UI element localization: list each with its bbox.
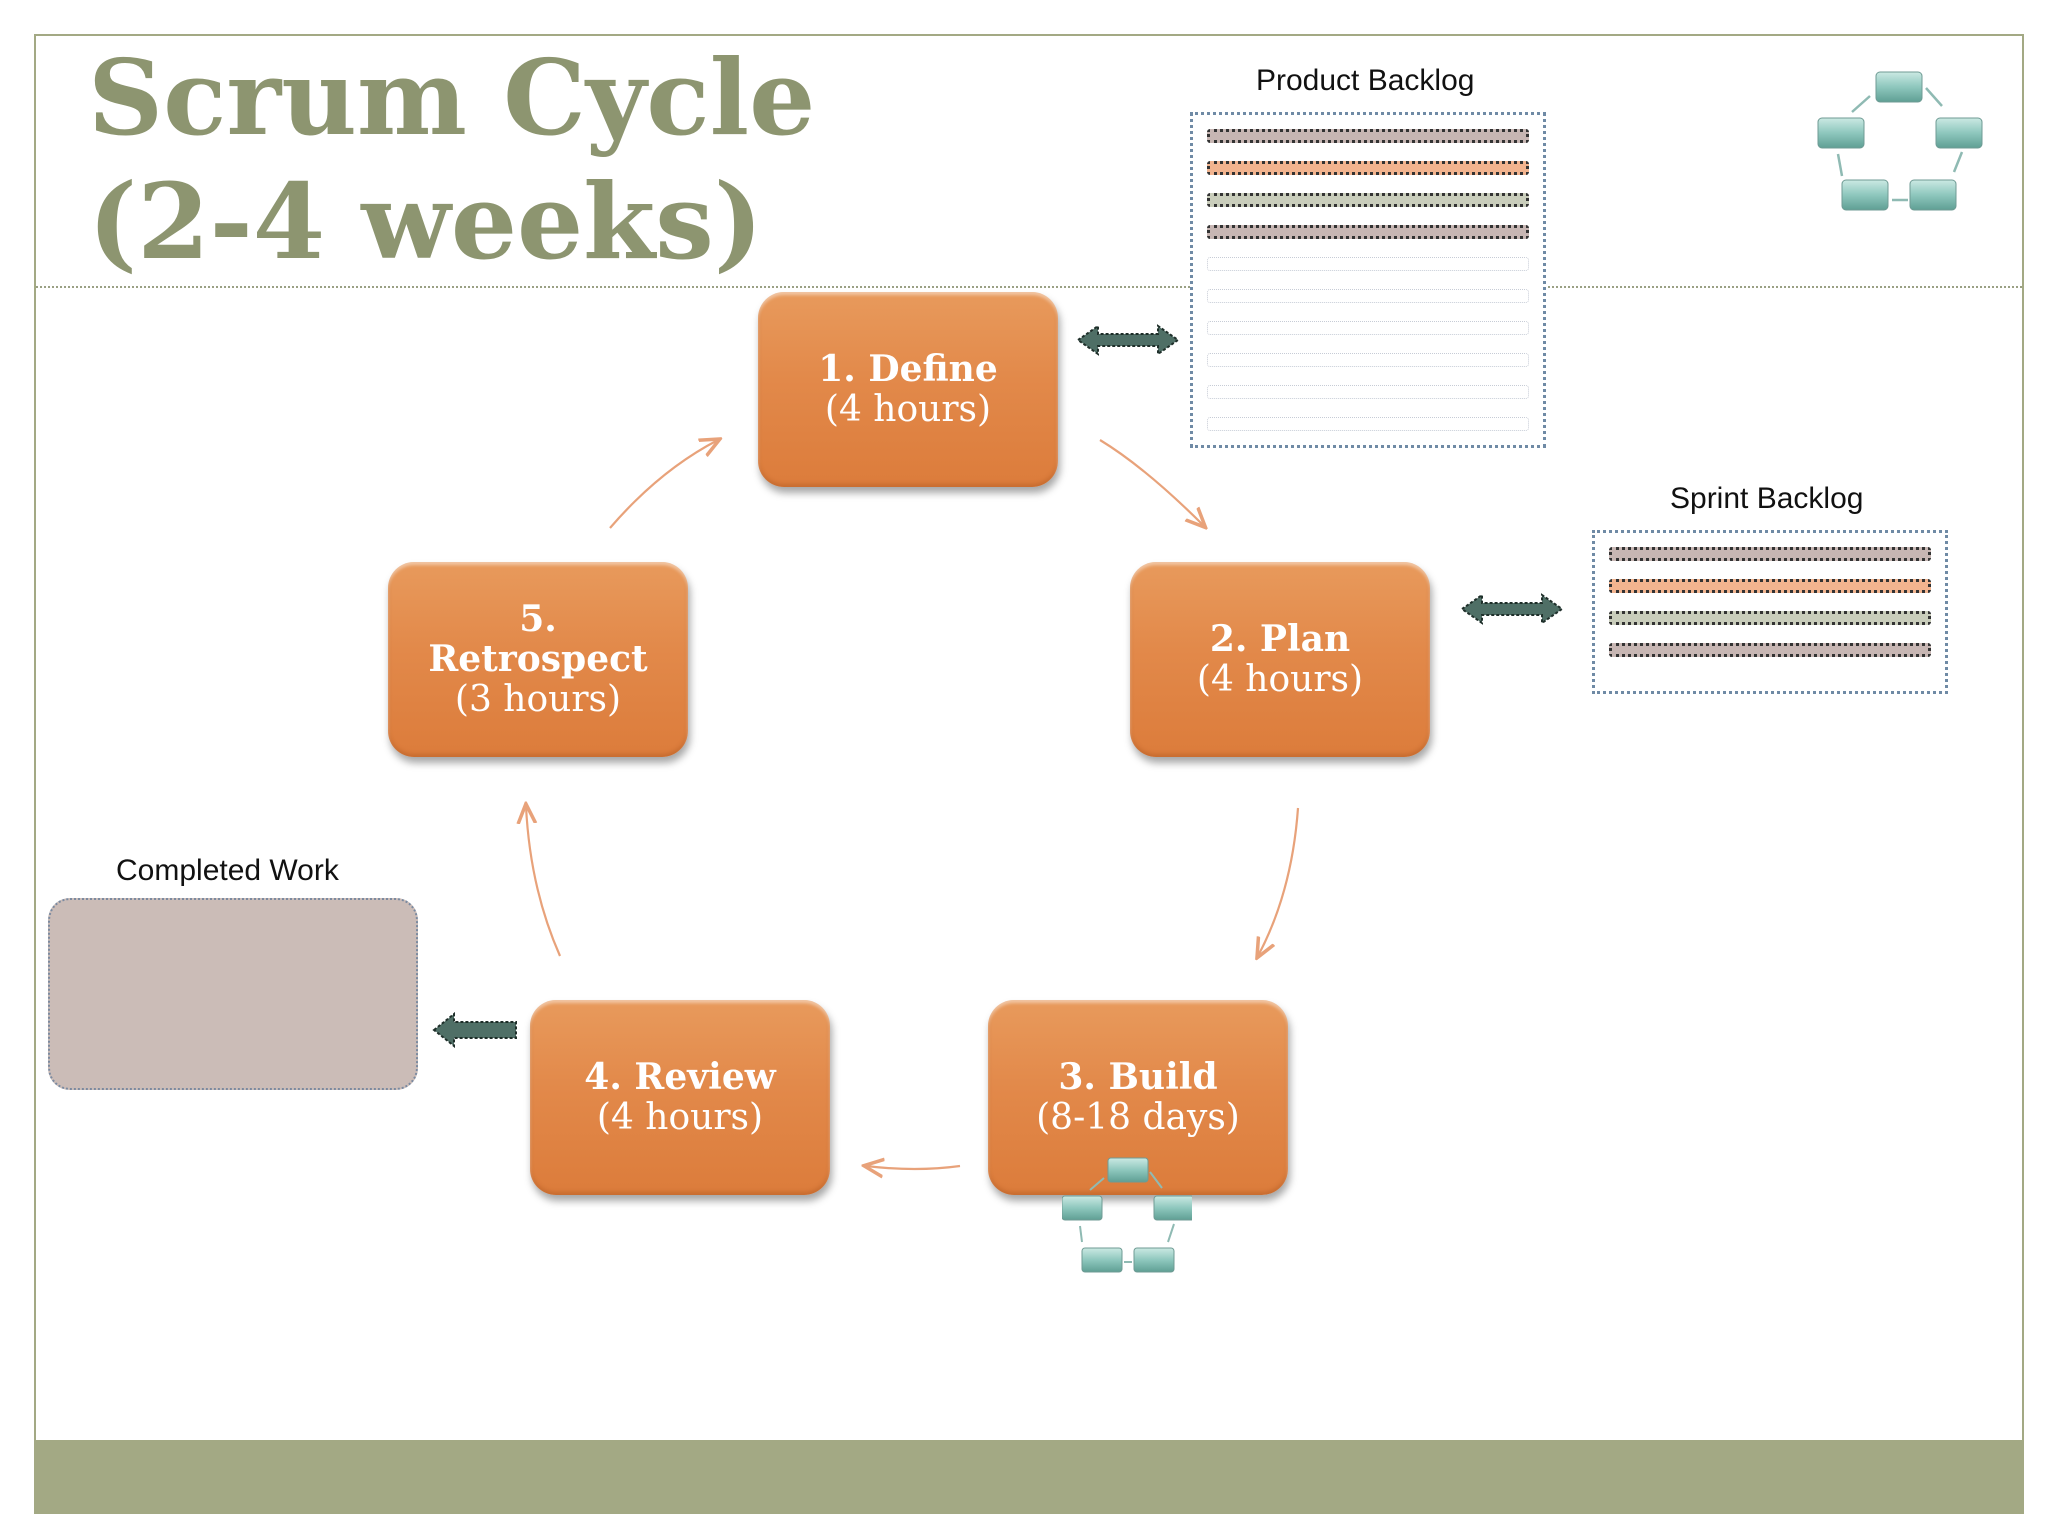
title-line-1: Scrum Cycle (88, 36, 816, 159)
product-backlog-empty-slot (1207, 417, 1529, 431)
sprint-backlog-item (1609, 579, 1931, 593)
stage-define-duration: (4 hours) (824, 388, 992, 430)
slide-title: Scrum Cycle (2-4 weeks) (88, 36, 815, 284)
stage-review-name: 4. Review (584, 1055, 776, 1098)
product-backlog-empty-slot (1207, 385, 1529, 399)
stage-build-name: 3. Build (1058, 1055, 1218, 1098)
stage-plan-name: 2. Plan (1209, 617, 1351, 660)
stage-retrospect-name: Retrospect (428, 637, 648, 680)
cycle-icon (1062, 1157, 1192, 1273)
product-backlog-item (1207, 161, 1529, 175)
footer-bar (36, 1440, 2022, 1512)
product-backlog-item (1207, 225, 1529, 239)
cycle-icon (1817, 71, 1983, 211)
product-backlog-label: Product Backlog (1256, 64, 1475, 97)
product-backlog-empty-slot (1207, 289, 1529, 303)
stage-review[interactable]: 4. Review (4 hours) (530, 1000, 830, 1195)
product-backlog (1190, 112, 1546, 448)
slide: Scrum Cycle (2-4 weeks) Product Backlog … (34, 34, 2024, 1514)
stage-retrospect[interactable]: 5. Retrospect (3 hours) (388, 562, 688, 757)
arrow-review-to-retrospect (526, 806, 562, 957)
title-divider (36, 286, 2022, 288)
arrow-define-to-plan (1099, 439, 1204, 526)
stage-build[interactable]: 3. Build (8-18 days) (988, 1000, 1288, 1195)
arrow-build-to-review (866, 1166, 961, 1169)
stage-define[interactable]: 1. Define (4 hours) (758, 292, 1058, 487)
product-backlog-empty-slot (1207, 353, 1529, 367)
stage-review-duration: (4 hours) (596, 1096, 764, 1138)
left-arrow-icon (432, 1012, 517, 1048)
stage-define-name: 1. Define (818, 347, 998, 390)
arrow-plan-to-build (1258, 807, 1300, 956)
stage-retrospect-number: 5. (519, 597, 557, 640)
sprint-backlog (1592, 530, 1948, 694)
double-arrow-icon (1460, 593, 1564, 625)
product-backlog-empty-slot (1207, 257, 1529, 271)
stage-plan[interactable]: 2. Plan (4 hours) (1130, 562, 1430, 757)
stage-retrospect-duration: (3 hours) (454, 678, 622, 720)
sprint-backlog-item (1609, 547, 1931, 561)
double-arrow-icon (1076, 324, 1180, 356)
stage-plan-duration: (4 hours) (1196, 658, 1364, 700)
product-backlog-empty-slot (1207, 321, 1529, 335)
completed-work-label: Completed Work (116, 854, 339, 887)
sprint-backlog-label: Sprint Backlog (1670, 482, 1864, 515)
cycle-arrows (36, 36, 1300, 1514)
sprint-backlog-item (1609, 643, 1931, 657)
stage-build-duration: (8-18 days) (1036, 1096, 1240, 1138)
completed-work-box (48, 898, 418, 1090)
sprint-backlog-item (1609, 611, 1931, 625)
arrow-retrospect-to-define (609, 440, 718, 529)
product-backlog-item (1207, 129, 1529, 143)
title-line-2: (2-4 weeks) (88, 160, 763, 283)
product-backlog-item (1207, 193, 1529, 207)
